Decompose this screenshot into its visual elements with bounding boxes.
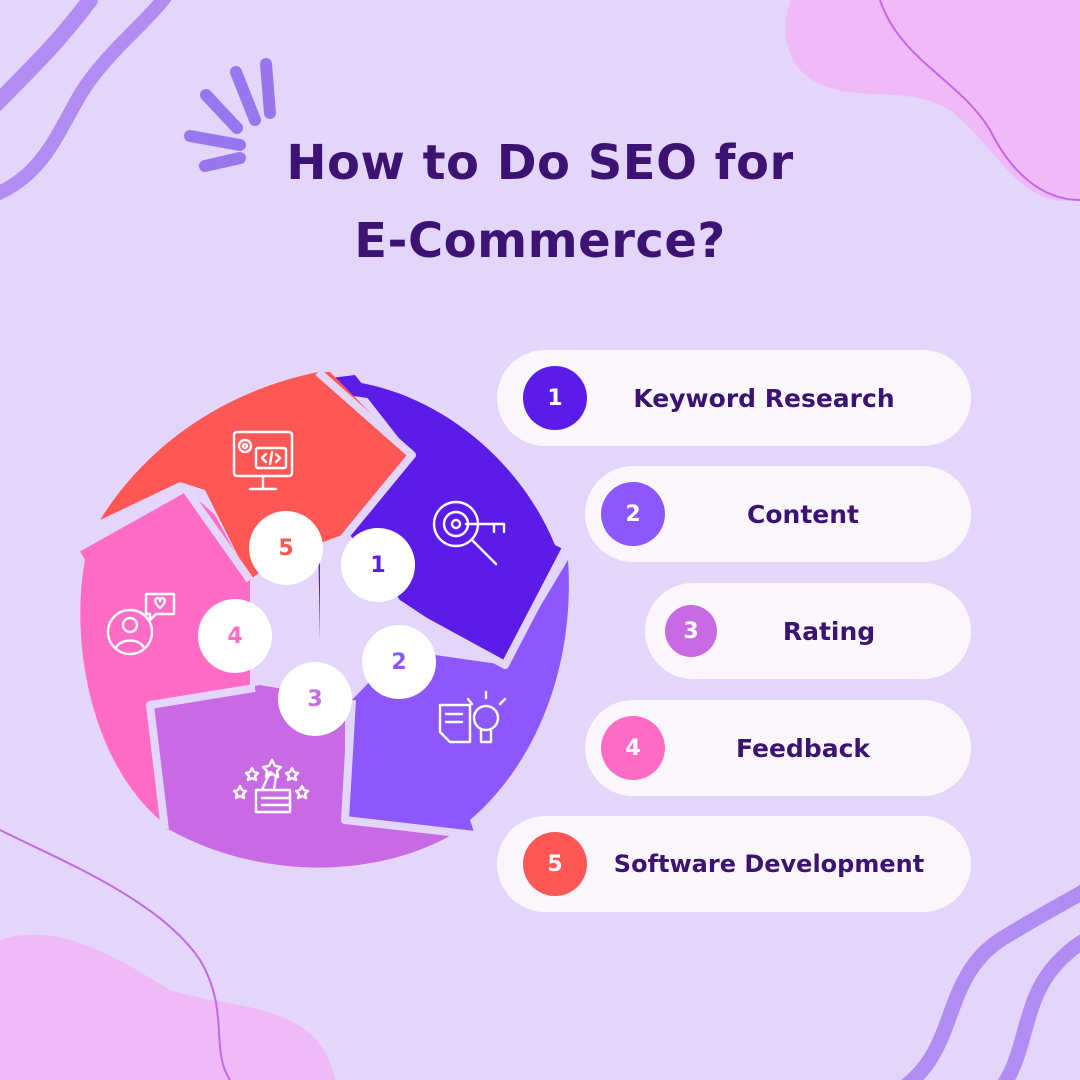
- step-pill-3: 3 Rating: [645, 583, 971, 679]
- step-pill-2: 2 Content: [585, 466, 971, 562]
- key-search-icon: [432, 500, 506, 566]
- title-line-1: How to Do SEO for: [286, 135, 794, 191]
- step-2-label: Content: [747, 499, 859, 529]
- step-4-label: Feedback: [735, 733, 871, 763]
- idea-document-icon: [438, 690, 507, 744]
- segment-2-content: [345, 560, 569, 835]
- segment-4-feedback: [78, 488, 250, 820]
- step-2-badge: 2: [601, 482, 665, 546]
- step-3-label: Rating: [782, 616, 876, 646]
- diagram-step-5-number: 5: [249, 511, 323, 585]
- title-line-2: E-Commerce?: [354, 213, 726, 269]
- segment-3-rating: [150, 685, 460, 868]
- step-5-label: Software Development: [613, 850, 925, 878]
- diagram-step-1-number: 1: [341, 528, 415, 602]
- step-pill-5: 5 Software Development: [497, 816, 971, 912]
- step-3-badge: 3: [665, 605, 717, 657]
- diagram-step-4-number: 4: [198, 599, 272, 673]
- diagram-step-3-number: 3: [278, 662, 352, 736]
- step-1-label: Keyword Research: [633, 383, 895, 413]
- step-pill-4: 4 Feedback: [585, 700, 971, 796]
- page-title: How to Do SEO for E-Commerce?: [0, 124, 1080, 280]
- monitor-code-icon: [232, 430, 294, 491]
- stars-thumbs-up-icon: [232, 758, 310, 814]
- step-1-badge: 1: [523, 366, 587, 430]
- step-4-badge: 4: [601, 716, 665, 780]
- step-5-badge: 5: [523, 832, 587, 896]
- sparkle-icon: [184, 58, 276, 172]
- step-pill-1: 1 Keyword Research: [497, 350, 971, 446]
- diagram-step-2-number: 2: [362, 625, 436, 699]
- user-heart-message-icon: [106, 592, 176, 656]
